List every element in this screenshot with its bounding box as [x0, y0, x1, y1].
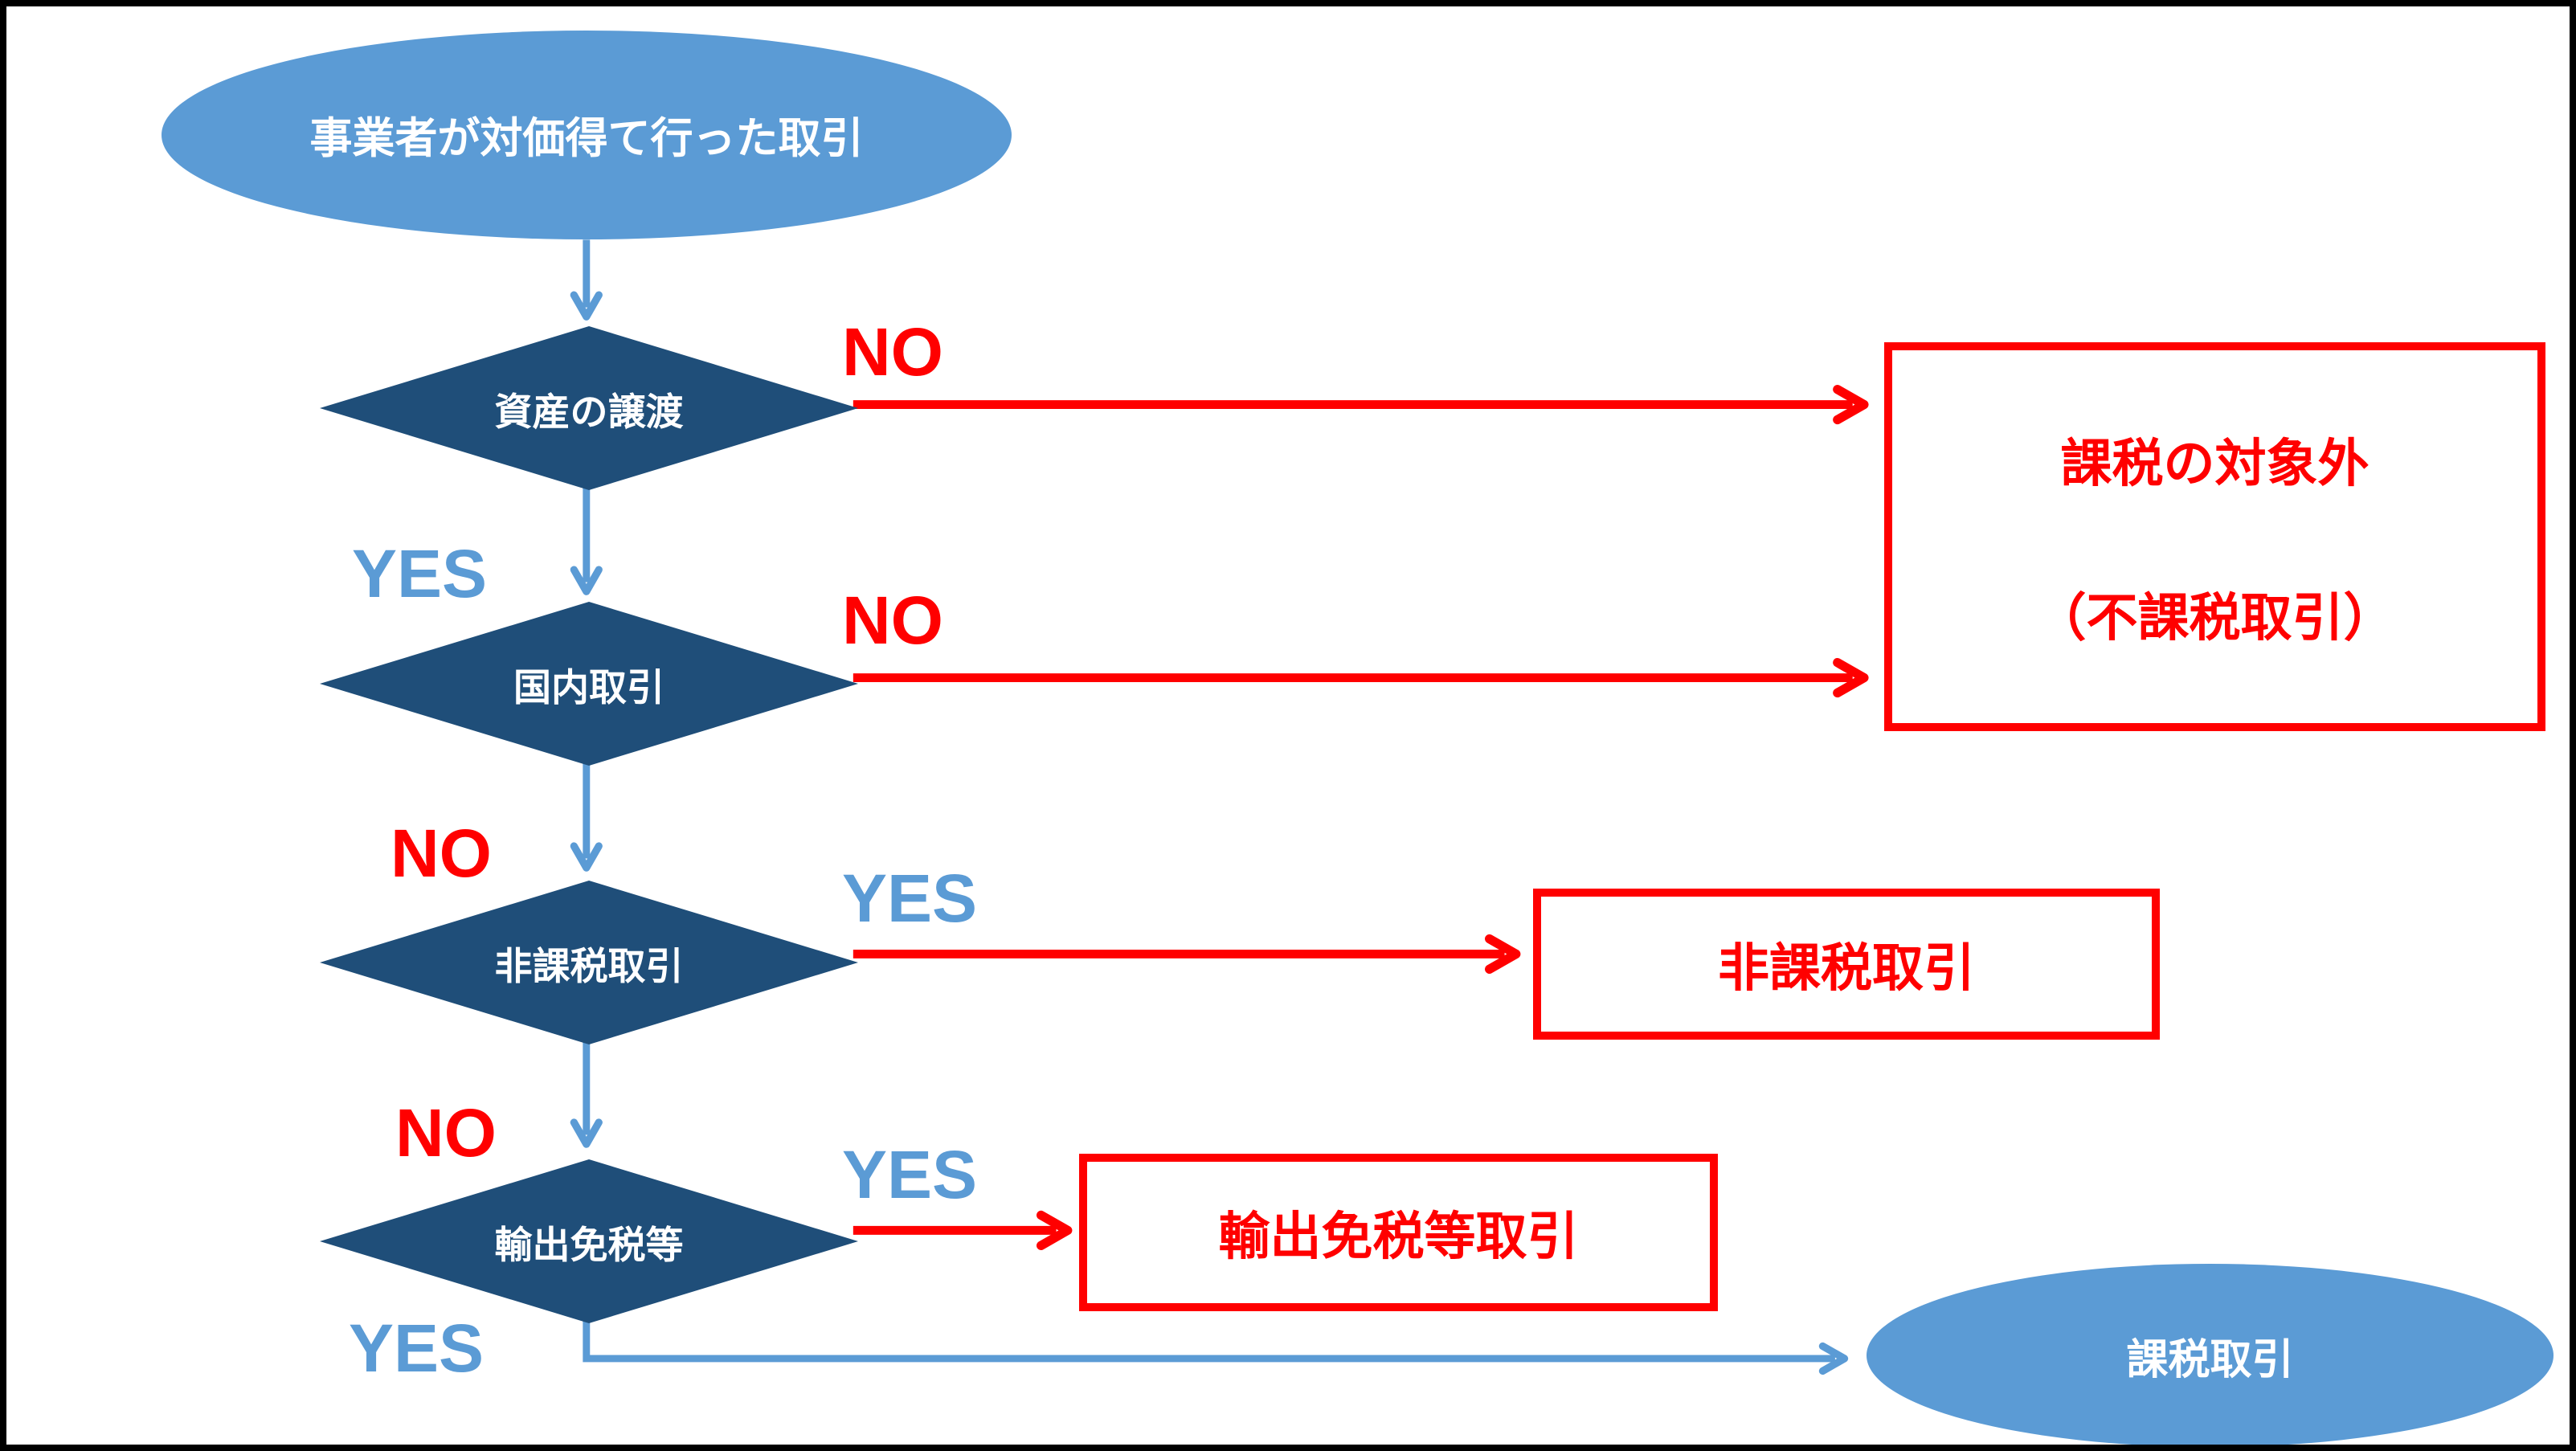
outcome-exempt-box: 非課税取引 [1533, 889, 2160, 1040]
connector-layer [570, 239, 1869, 1375]
outcome-exempt-label: 非課税取引 [1718, 939, 1975, 997]
start-node-label: 事業者が対価得て行った取引 [309, 115, 864, 162]
decision-export-exemption-label: 輸出免税等 [494, 1223, 684, 1266]
outcome-not-subject-box: 課税の対象外 （不課税取引） [1884, 342, 2545, 731]
end-node-taxable-ellipse: 課税取引 [1867, 1264, 2554, 1445]
decision-domestic-transaction-label: 国内取引 [513, 665, 664, 709]
branch-label-yes-d4-down: YES [349, 1310, 485, 1386]
branch-label-no-d1-right: NO [842, 314, 943, 390]
branch-label-no-d2-right: NO [842, 582, 943, 658]
outcome-not-subject-line2: （不課税取引） [2034, 589, 2395, 647]
decision-asset-transfer-label: 資産の譲渡 [494, 390, 684, 433]
outcome-export-exempt-label: 輸出免税等取引 [1218, 1208, 1579, 1265]
start-node-ellipse: 事業者が対価得て行った取引 [162, 31, 1012, 239]
branch-label-no-d3-down: NO [395, 1095, 497, 1171]
branch-label-yes-d1-down: YES [352, 536, 488, 611]
decision-exempt-transaction-label: 非課税取引 [494, 944, 684, 987]
outcome-not-subject-line1: 課税の対象外 [2060, 435, 2370, 493]
branch-label-no-d2-down: NO [390, 815, 492, 891]
end-node-taxable-label: 課税取引 [2126, 1336, 2294, 1384]
branch-label-yes-d4-right: YES [842, 1137, 978, 1212]
outcome-export-exempt-box: 輸出免税等取引 [1079, 1154, 1718, 1311]
branch-label-yes-d3-right: YES [842, 860, 978, 936]
arrow-d4-to-taxable [583, 1313, 1849, 1375]
